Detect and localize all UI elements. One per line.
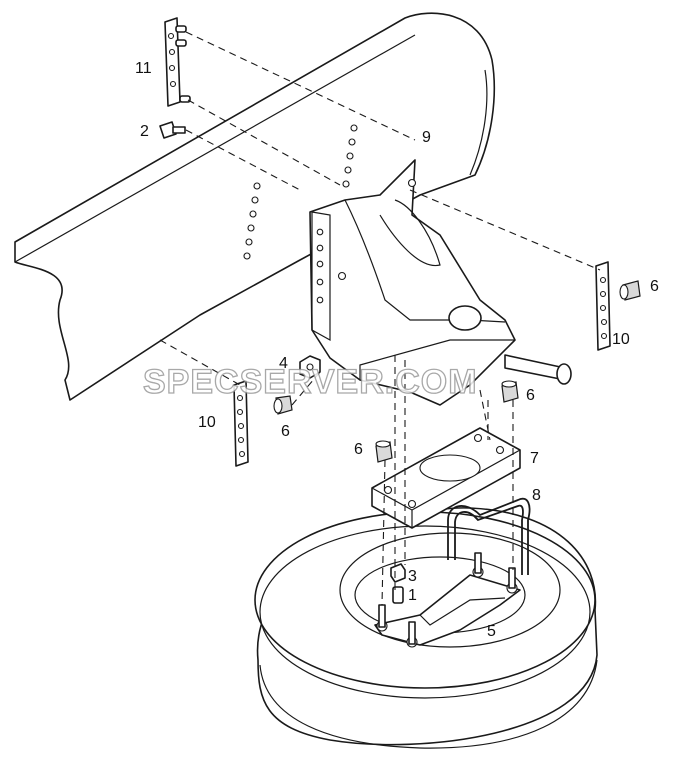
callout-10-left: 10: [198, 414, 216, 431]
assembly-lines: [159, 31, 601, 606]
u-bolt: [447, 497, 531, 575]
callout-2: 2: [140, 123, 149, 140]
chassis-frame-rail: [14, 12, 496, 401]
spacer-plate: [371, 427, 521, 529]
nuts-misc: [273, 280, 641, 415]
callout-labels: 11 2 9 6 10 4 6 10 6 6 7 8 3 1 5: [135, 60, 659, 640]
watermark-text: SPECSERVER.COM: [143, 363, 478, 401]
callout-5: 5: [487, 623, 496, 640]
callout-6-left: 6: [281, 423, 290, 440]
callout-8: 8: [532, 487, 541, 504]
callout-11: 11: [135, 60, 152, 77]
callout-6-right: 6: [650, 278, 659, 295]
callout-3: 3: [408, 568, 417, 585]
callout-1: 1: [408, 587, 417, 604]
callout-10-right: 10: [612, 331, 630, 348]
bolt-2: [159, 121, 186, 139]
callout-6-upper: 6: [526, 387, 535, 404]
callout-9: 9: [422, 129, 431, 146]
strip-right-10: [595, 261, 611, 351]
plate-studs: [378, 552, 516, 645]
strip-top-11: [164, 17, 191, 107]
cap-nuts: [375, 380, 519, 463]
strip-left-10: [233, 380, 249, 467]
callout-7: 7: [530, 450, 539, 467]
callout-4: 4: [279, 355, 288, 372]
callout-6-center: 6: [354, 441, 363, 458]
carrier-bracket: [309, 159, 572, 406]
